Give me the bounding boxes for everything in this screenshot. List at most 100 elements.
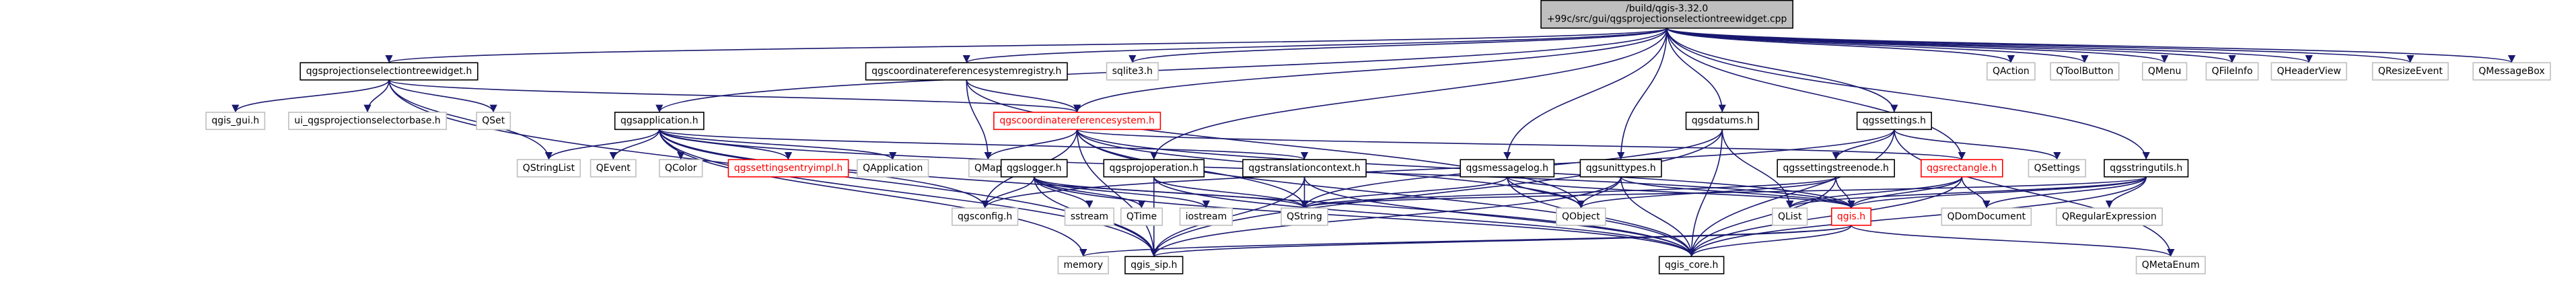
edge-root-to-qgscoordinatereferencesystem_h [1073,28,1668,112]
edge-root-to-QAction [1666,28,2015,63]
node-memory[interactable]: memory [1057,256,1109,275]
node-label: qgscoordinatereferencesystem.h [999,115,1155,126]
node-qevent[interactable]: QEvent [589,159,637,178]
edge-qgslogger_h-to-qgis_core_h [1033,176,1696,257]
node-iostream[interactable]: iostream [1179,207,1233,226]
node-label: qgscoordinatereferencesystemregistry.h [871,66,1061,77]
node-qgstranslationcontext-h[interactable]: qgstranslationcontext.h [1242,159,1367,178]
edge-root-to-qgsprojectionselectiontreewidget_h [386,28,1668,63]
node-sstream[interactable]: sstream [1064,207,1114,226]
node-root[interactable]: /build/qgis-3.32.0+99c/src/gui/qgsprojec… [1540,0,1794,29]
node-qstring[interactable]: QString [1281,207,1328,226]
node-qcolor[interactable]: QColor [659,159,703,178]
node-box [1556,207,1606,226]
edge-qgsdatums_h-to-qgis_sip_h [1150,129,1723,257]
edge-qgsprojectionselectiontreewidget_h-to-qgis_gui_h [231,79,390,113]
node-label: qgsprojoperation.h [1110,163,1198,174]
edge-qgsapplication_h-to-QApplication [658,129,897,160]
node-qapplication[interactable]: QApplication [857,159,929,178]
edge-qgssettingstreenode_h-to-QString [1301,176,1836,209]
node-box [1772,207,1808,226]
node-box [1000,159,1068,178]
edge-qgsprojoperation_h-to-qgis_core_h [1153,176,1696,257]
node-qgsapplication-h[interactable]: qgsapplication.h [614,112,705,131]
node-qstringlist[interactable]: QStringList [516,159,581,178]
node-qgis-core-h[interactable]: qgis_core.h [1658,256,1725,275]
node-qgsdatums-h[interactable]: qgsdatums.h [1685,112,1759,131]
node-qaction[interactable]: QAction [1987,62,2036,81]
node-qgsstringutils-h[interactable]: qgsstringutils.h [2104,159,2189,178]
edge-qgsprojectionselectiontreewidget_h-to-QSet [388,79,497,113]
edge-qgslogger_h-to-qgsconfig_h [981,176,1035,209]
node-qdomdocument[interactable]: QDomDocument [1941,207,2032,226]
node-label: QSet [482,115,505,126]
node-label: QMenu [2148,66,2181,77]
node-qgis-sip-h[interactable]: qgis_sip.h [1124,256,1184,275]
edge-qgssettings_h-to-QMetaEnum [1894,129,2175,257]
node-qgsunittypes-h[interactable]: qgsunittypes.h [1579,159,1662,178]
node-qregularexpression[interactable]: QRegularExpression [2056,207,2163,226]
node-label: QDomDocument [1947,211,2026,222]
node-qheaderview[interactable]: QHeaderView [2270,62,2347,81]
node-qmessagebox[interactable]: QMessageBox [2472,62,2551,81]
node-label: qgis_core.h [1665,260,1719,271]
edge-qgsstringutils_h-to-QString [1301,176,2147,209]
node-qmetaenum[interactable]: QMetaEnum [2135,256,2206,275]
node-label: /build/qgis-3.32.0 [1626,3,1708,14]
node-qgssettingstreenode-h[interactable]: qgssettingstreenode.h [1777,159,1895,178]
node-qgsconfig-h[interactable]: qgsconfig.h [952,207,1019,226]
edge-qgsmessagelog_h-to-QString [1300,176,1508,209]
node-box [857,159,929,178]
node-box [476,112,511,131]
node-qmenu[interactable]: QMenu [2141,62,2188,81]
node-qgsrectangle-h[interactable]: qgsrectangle.h [1921,159,2003,178]
edge-root-to-qgsmessagelog_h [1503,28,1668,160]
node-box [2104,159,2189,178]
edge-root-to-sqlite3_h [1129,28,1668,63]
node-qresizeevent[interactable]: QResizeEvent [2371,62,2449,81]
node-qgscoordinatereferencesystemregistry-h[interactable]: qgscoordinatereferencesystemregistry.h [865,62,1068,81]
edge-qgsrectangle_h-to-qgis_core_h [1688,176,1963,257]
node-label: QTime [1126,211,1157,222]
node-box [1921,159,2003,178]
node-box [288,112,448,131]
node-ui-qgsprojectionselectorbase-h[interactable]: ui_qgsprojectionselectorbase.h [288,112,448,131]
node-label: qgsdatums.h [1692,115,1753,126]
node-label: qgis_gui.h [211,115,259,126]
node-qobject[interactable]: QObject [1556,207,1606,226]
node-qtoolbutton[interactable]: QToolButton [2050,62,2120,81]
edge-qgscoordinatereferencesystemregistry_h-to-QMap [966,79,992,160]
node-label: QMap [974,163,1002,174]
node-qgsmessagelog-h[interactable]: qgsmessagelog.h [1460,159,1555,178]
edge-qgsapplication_h-to-QEvent [609,129,660,160]
node-qgsprojoperation-h[interactable]: qgsprojoperation.h [1103,159,1205,178]
node-qgssettings-h[interactable]: qgssettings.h [1856,112,1933,131]
node-box [2371,62,2449,81]
node-qgis-gui-h[interactable]: qgis_gui.h [205,112,266,131]
node-box [205,112,266,131]
node-qsettings[interactable]: QSettings [2028,159,2087,178]
edge-qgssettings_h-to-qgssettingstreenode_h [1832,129,1895,160]
node-box [516,159,581,178]
node-box [1685,112,1759,131]
node-qfileinfo[interactable]: QFileInfo [2205,62,2259,81]
node-qtime[interactable]: QTime [1120,207,1164,226]
node-label: sqlite3.h [1112,66,1153,77]
node-qlist[interactable]: QList [1772,207,1808,226]
node-box [2472,62,2551,81]
node-qset[interactable]: QSet [476,112,511,131]
node-qgis-h[interactable]: qgis.h [1830,207,1872,226]
edge-qgsstringutils_h-to-qgis_core_h [1688,176,2147,257]
node-label: qgsmessagelog.h [1466,163,1548,174]
node-label: qgsrectangle.h [1927,163,1997,174]
node-label: QRegularExpression [2062,211,2157,222]
node-qgsprojectionselectiontreewidget-h[interactable]: qgsprojectionselectiontreewidget.h [299,62,478,81]
node-box [1856,112,1933,131]
node-box [1658,256,1725,275]
edge-qgsprojectionselectiontreewidget_h-to-QStringList [388,79,552,160]
node-label: qgsstringutils.h [2110,163,2182,174]
node-qgslogger-h[interactable]: qgslogger.h [1000,159,1068,178]
node-qgssettingsentryimpl-h[interactable]: qgssettingsentryimpl.h [727,159,849,178]
node-qgscoordinatereferencesystem-h[interactable]: qgscoordinatereferencesystem.h [993,112,1161,131]
node-sqlite3-h[interactable]: sqlite3.h [1106,62,1159,81]
